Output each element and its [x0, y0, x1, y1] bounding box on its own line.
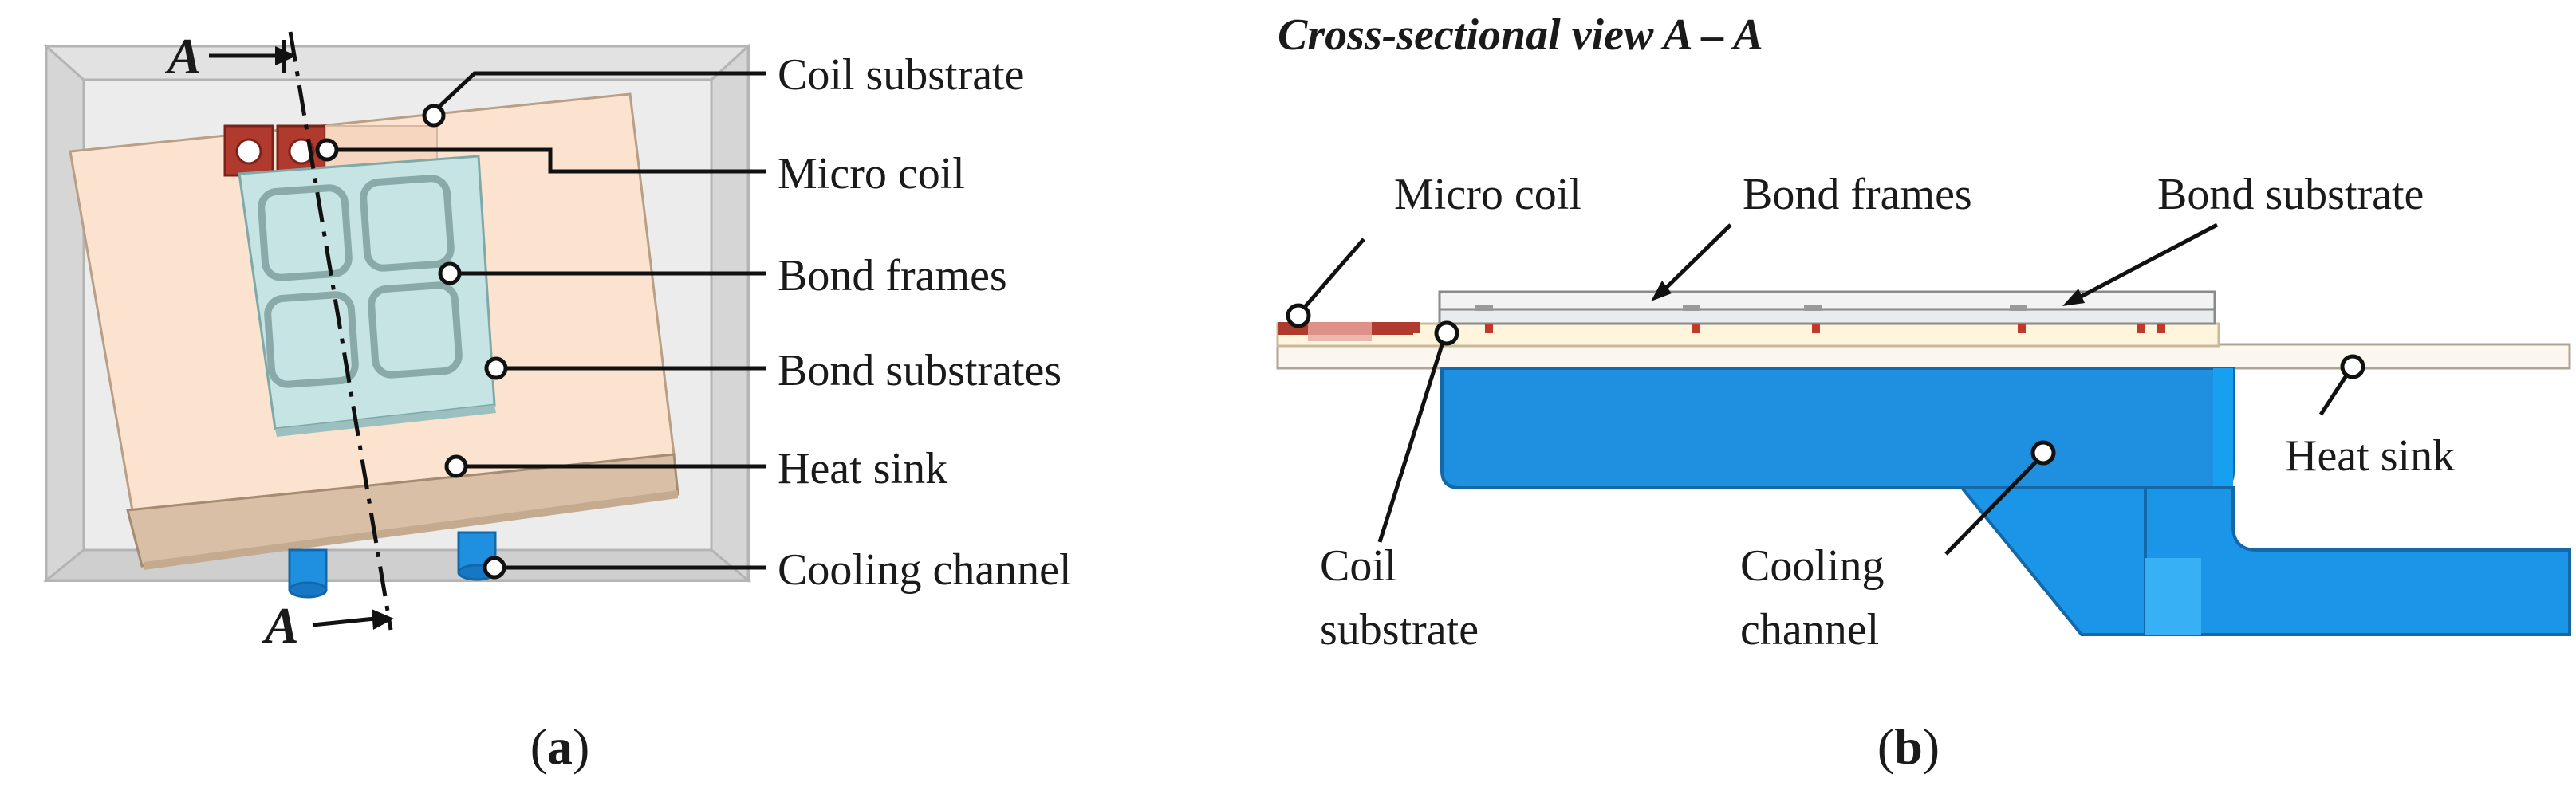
- label-coil-substrate: Coil substrate: [778, 50, 1025, 100]
- bond-frame-bumps: [1485, 324, 2165, 333]
- caption-a: (a): [530, 718, 590, 775]
- label-bond-frames-b: Bond frames: [1743, 170, 1972, 219]
- bond-substrate-section: [1438, 290, 2216, 333]
- section-marker-bottom: A: [262, 597, 299, 654]
- panel-b-title: Cross-sectional view A – A: [1278, 10, 1763, 60]
- label-cooling-channel-a: Cooling channel: [778, 545, 1072, 595]
- caption-a-open: (: [530, 718, 547, 775]
- panel-a-leaders: [315, 71, 766, 580]
- label-bond-frames-a: Bond frames: [778, 251, 1007, 301]
- section-line-a-a: A A: [164, 28, 394, 654]
- label-cooling-channel-b-2: channel: [1740, 605, 1879, 654]
- cooling-channel-section: [1440, 367, 2571, 636]
- panel-b: Cross-sectional view A – A: [1276, 10, 2571, 775]
- caption-a-close: ): [573, 718, 589, 775]
- caption-b-open: (: [1877, 718, 1894, 775]
- label-coil-substrate-b-2: substrate: [1320, 605, 1479, 654]
- heat-sink-plate-section: [1276, 343, 2571, 370]
- panel-b-leaders: [1286, 222, 2365, 556]
- caption-a-letter: a: [547, 718, 573, 775]
- bond-frames: [258, 175, 463, 388]
- label-heat-sink-a: Heat sink: [778, 444, 947, 493]
- section-marker-top: A: [164, 28, 202, 84]
- panel-a: A A Coil substrate Micro coil Bond frame…: [42, 28, 1072, 775]
- label-bond-substrates: Bond substrates: [778, 346, 1062, 395]
- bond-substrate: [238, 155, 496, 437]
- label-cooling-channel-b-1: Cooling: [1740, 541, 1884, 591]
- micro-coil-section: [1278, 322, 1420, 341]
- caption-b-letter: b: [1894, 718, 1923, 775]
- label-micro-coil-a: Micro coil: [778, 149, 965, 198]
- cooling-channel-stubs: [288, 531, 497, 599]
- label-heat-sink-b: Heat sink: [2285, 431, 2455, 481]
- caption-b: (b): [1877, 718, 1940, 775]
- label-micro-coil-b: Micro coil: [1394, 170, 1581, 219]
- caption-b-close: ): [1923, 718, 1940, 775]
- label-bond-substrate-b: Bond substrate: [2157, 170, 2424, 219]
- label-coil-substrate-b-1: Coil: [1320, 541, 1396, 591]
